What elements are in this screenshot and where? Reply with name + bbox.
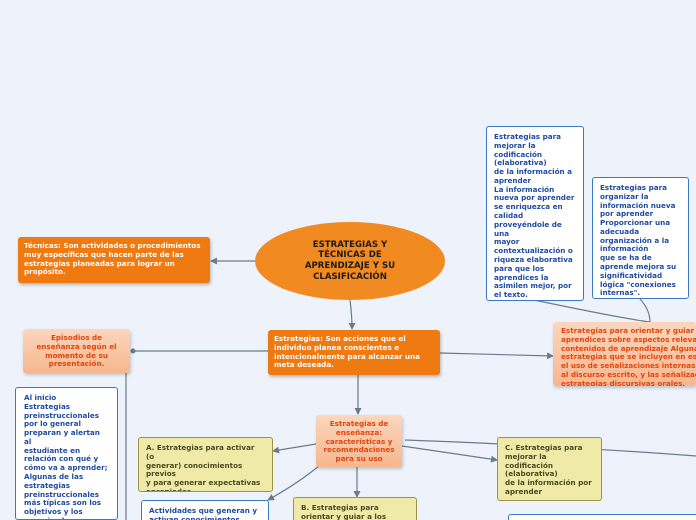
central-topic[interactable]: ESTRATEGIAS Y TÉCNICAS DE APRENDIZAJE Y … [255,222,445,300]
link-estrategias-orientar [439,352,554,360]
link-orientar-organizar [639,298,651,323]
node-partial-bottom-right[interactable] [508,514,696,520]
link-orientar-mejorar [533,299,651,323]
node-organizar-informacion[interactable]: Estrategias para organizar la informació… [592,177,689,299]
link-central-estrategias [348,299,356,330]
link-dot [130,348,136,354]
node-mejorar-codificacion-c[interactable]: C. Estrategias para mejorar la codificac… [497,437,602,501]
node-actividades[interactable]: Actividades que generan y activan conoci… [141,500,269,520]
node-estrategias[interactable]: Estrategias: Son acciones que el individ… [268,330,440,375]
node-caracteristicas[interactable]: Estrategias de enseñanza: característica… [316,415,402,467]
node-tecnicas[interactable]: Técnicas: Son actividades o procedimient… [18,237,210,283]
node-al-inicio[interactable]: Al inicio Estrategias preinstruccionales… [15,387,118,520]
node-mejorar-codificacion[interactable]: Estrategias para mejorar la codificación… [486,126,584,301]
node-orientar-guiar[interactable]: B. Estrategias para orientar y guiar a l… [293,497,417,520]
node-orientar[interactable]: Estrategias para orientar y guiar a los … [553,322,696,386]
link-caracteristicas-actividades [267,464,321,501]
node-activar-conocimientos[interactable]: A. Estrategias para activar (o generar) … [138,437,273,492]
link-caracteristicas-codificacion [401,445,498,463]
link-caracteristicas-activar [272,443,317,454]
node-episodios[interactable]: Episodios de enseñanza según el momento … [23,329,130,373]
